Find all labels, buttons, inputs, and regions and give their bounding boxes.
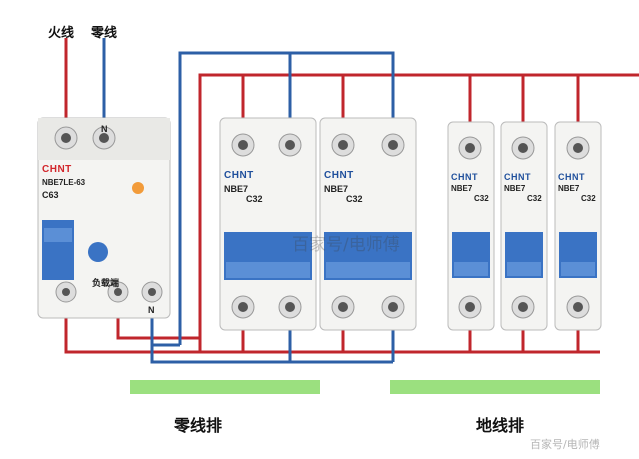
breaker-1p-a-body xyxy=(447,121,495,331)
main-breaker-brand: CHNT xyxy=(42,164,72,175)
breaker-2p-a-model: NBE7 xyxy=(224,184,249,194)
live-wire-label: 火线 xyxy=(48,26,75,41)
main-rcbo-breaker xyxy=(37,117,171,319)
neutral-wires xyxy=(102,38,395,364)
neutral-bar xyxy=(130,380,320,394)
breaker-2p-a-rating: C32 xyxy=(246,194,263,204)
breaker-2p-b-model: NBE7 xyxy=(324,184,349,194)
breaker-2p-b-brand: CHNT xyxy=(324,170,354,181)
breaker-1p-b-rating: C32 xyxy=(527,194,542,203)
watermark-corner: 百家号/电师傅 xyxy=(530,438,600,451)
breaker-1p-a-rating: C32 xyxy=(474,194,489,203)
breaker-1p-a-model: NBE7 xyxy=(451,184,473,193)
breaker-2p-b-body xyxy=(319,117,417,331)
ground-bar-label: 地线排 xyxy=(476,416,525,435)
ground-bar xyxy=(390,380,600,394)
breaker-1p-a-brand: CHNT xyxy=(451,172,478,182)
breaker-1p-b-body xyxy=(500,121,548,331)
breaker-1p-b-brand: CHNT xyxy=(504,172,531,182)
breaker-1p-c-model: NBE7 xyxy=(558,184,580,193)
neutral-bar-label: 零线排 xyxy=(174,416,223,435)
breaker-2p-a-brand: CHNT xyxy=(224,170,254,181)
breaker-1p-b-model: NBE7 xyxy=(504,184,526,193)
main-breaker-neutral-top: N xyxy=(101,124,108,134)
breaker-2p-a-body xyxy=(219,117,317,331)
main-breaker-neutral-bottom: N xyxy=(148,305,155,315)
neutral-wire-label: 零线 xyxy=(91,26,118,41)
breaker-1p-c-rating: C32 xyxy=(581,194,596,203)
main-breaker-model: NBE7LE-63 xyxy=(42,178,86,187)
main-breaker-load-label: 负载端 xyxy=(92,278,120,288)
breaker-1p-c-body xyxy=(554,121,602,331)
breaker-1p-c-brand: CHNT xyxy=(558,172,585,182)
main-breaker-rating: C63 xyxy=(42,190,59,200)
breaker-2p-b-rating: C32 xyxy=(346,194,363,204)
watermark-center: 百家号/电师傅 xyxy=(292,235,400,255)
